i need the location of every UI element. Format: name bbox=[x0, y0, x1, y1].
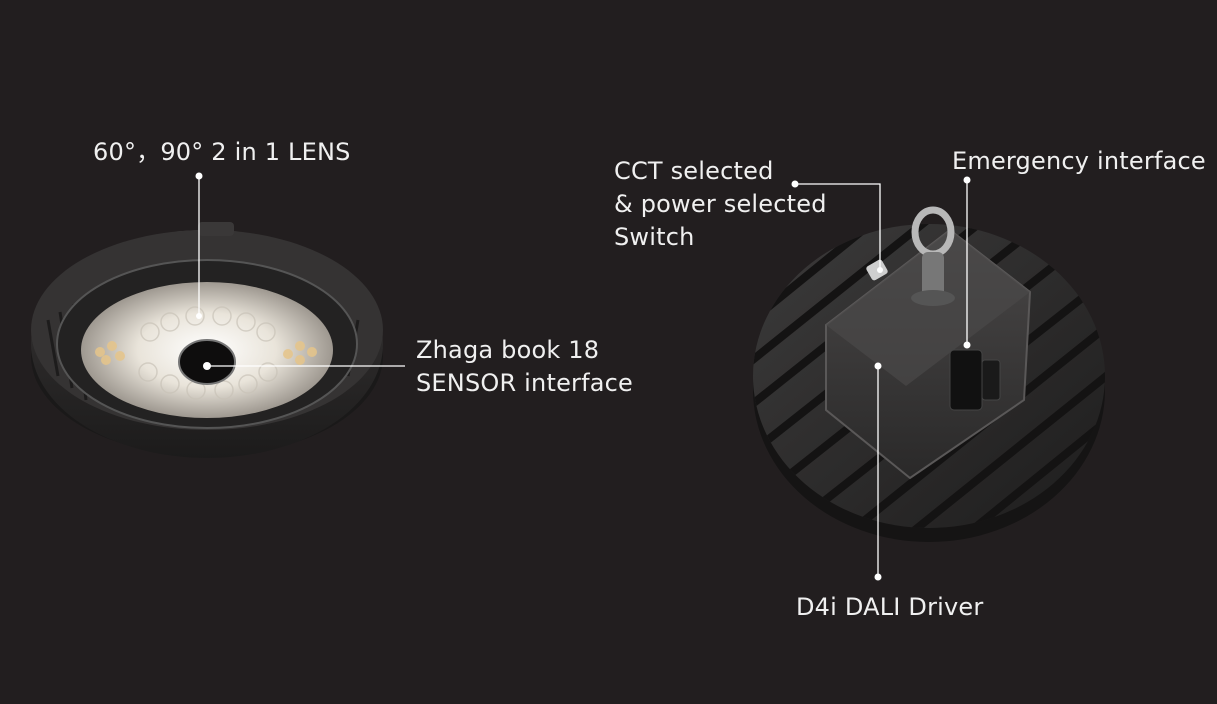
switch-callout-line-3: Switch bbox=[614, 223, 695, 251]
switch-callout-line-1: CCT selected bbox=[614, 157, 774, 185]
switch-callout-label: CCT selected & power selected Switch bbox=[614, 155, 827, 254]
emergency-callout-label: Emergency interface bbox=[952, 145, 1206, 178]
switch-callout-line-2: & power selected bbox=[614, 190, 827, 218]
driver-callout-label: D4i DALI Driver bbox=[796, 591, 983, 624]
luminaire-back-view bbox=[753, 206, 1105, 542]
switch-leader bbox=[795, 183, 881, 270]
sensor-callout-label: Zhaga book 18 SENSOR interface bbox=[416, 334, 633, 400]
callout-lines bbox=[198, 176, 968, 577]
lens-callout-text: 60°，90° 2 in 1 LENS bbox=[93, 138, 351, 166]
luminaire-front-view bbox=[31, 222, 383, 458]
lens-callout-label: 60°，90° 2 in 1 LENS bbox=[93, 136, 351, 169]
callout-dots bbox=[195, 172, 971, 581]
emergency-callout-text: Emergency interface bbox=[952, 147, 1206, 175]
sensor-callout-line-2: SENSOR interface bbox=[416, 369, 634, 397]
sensor-callout-line-1: Zhaga book 18 bbox=[416, 336, 600, 364]
led-clusters bbox=[95, 341, 317, 365]
lens-facets bbox=[138, 306, 278, 400]
driver-callout-text: D4i DALI Driver bbox=[796, 593, 984, 621]
